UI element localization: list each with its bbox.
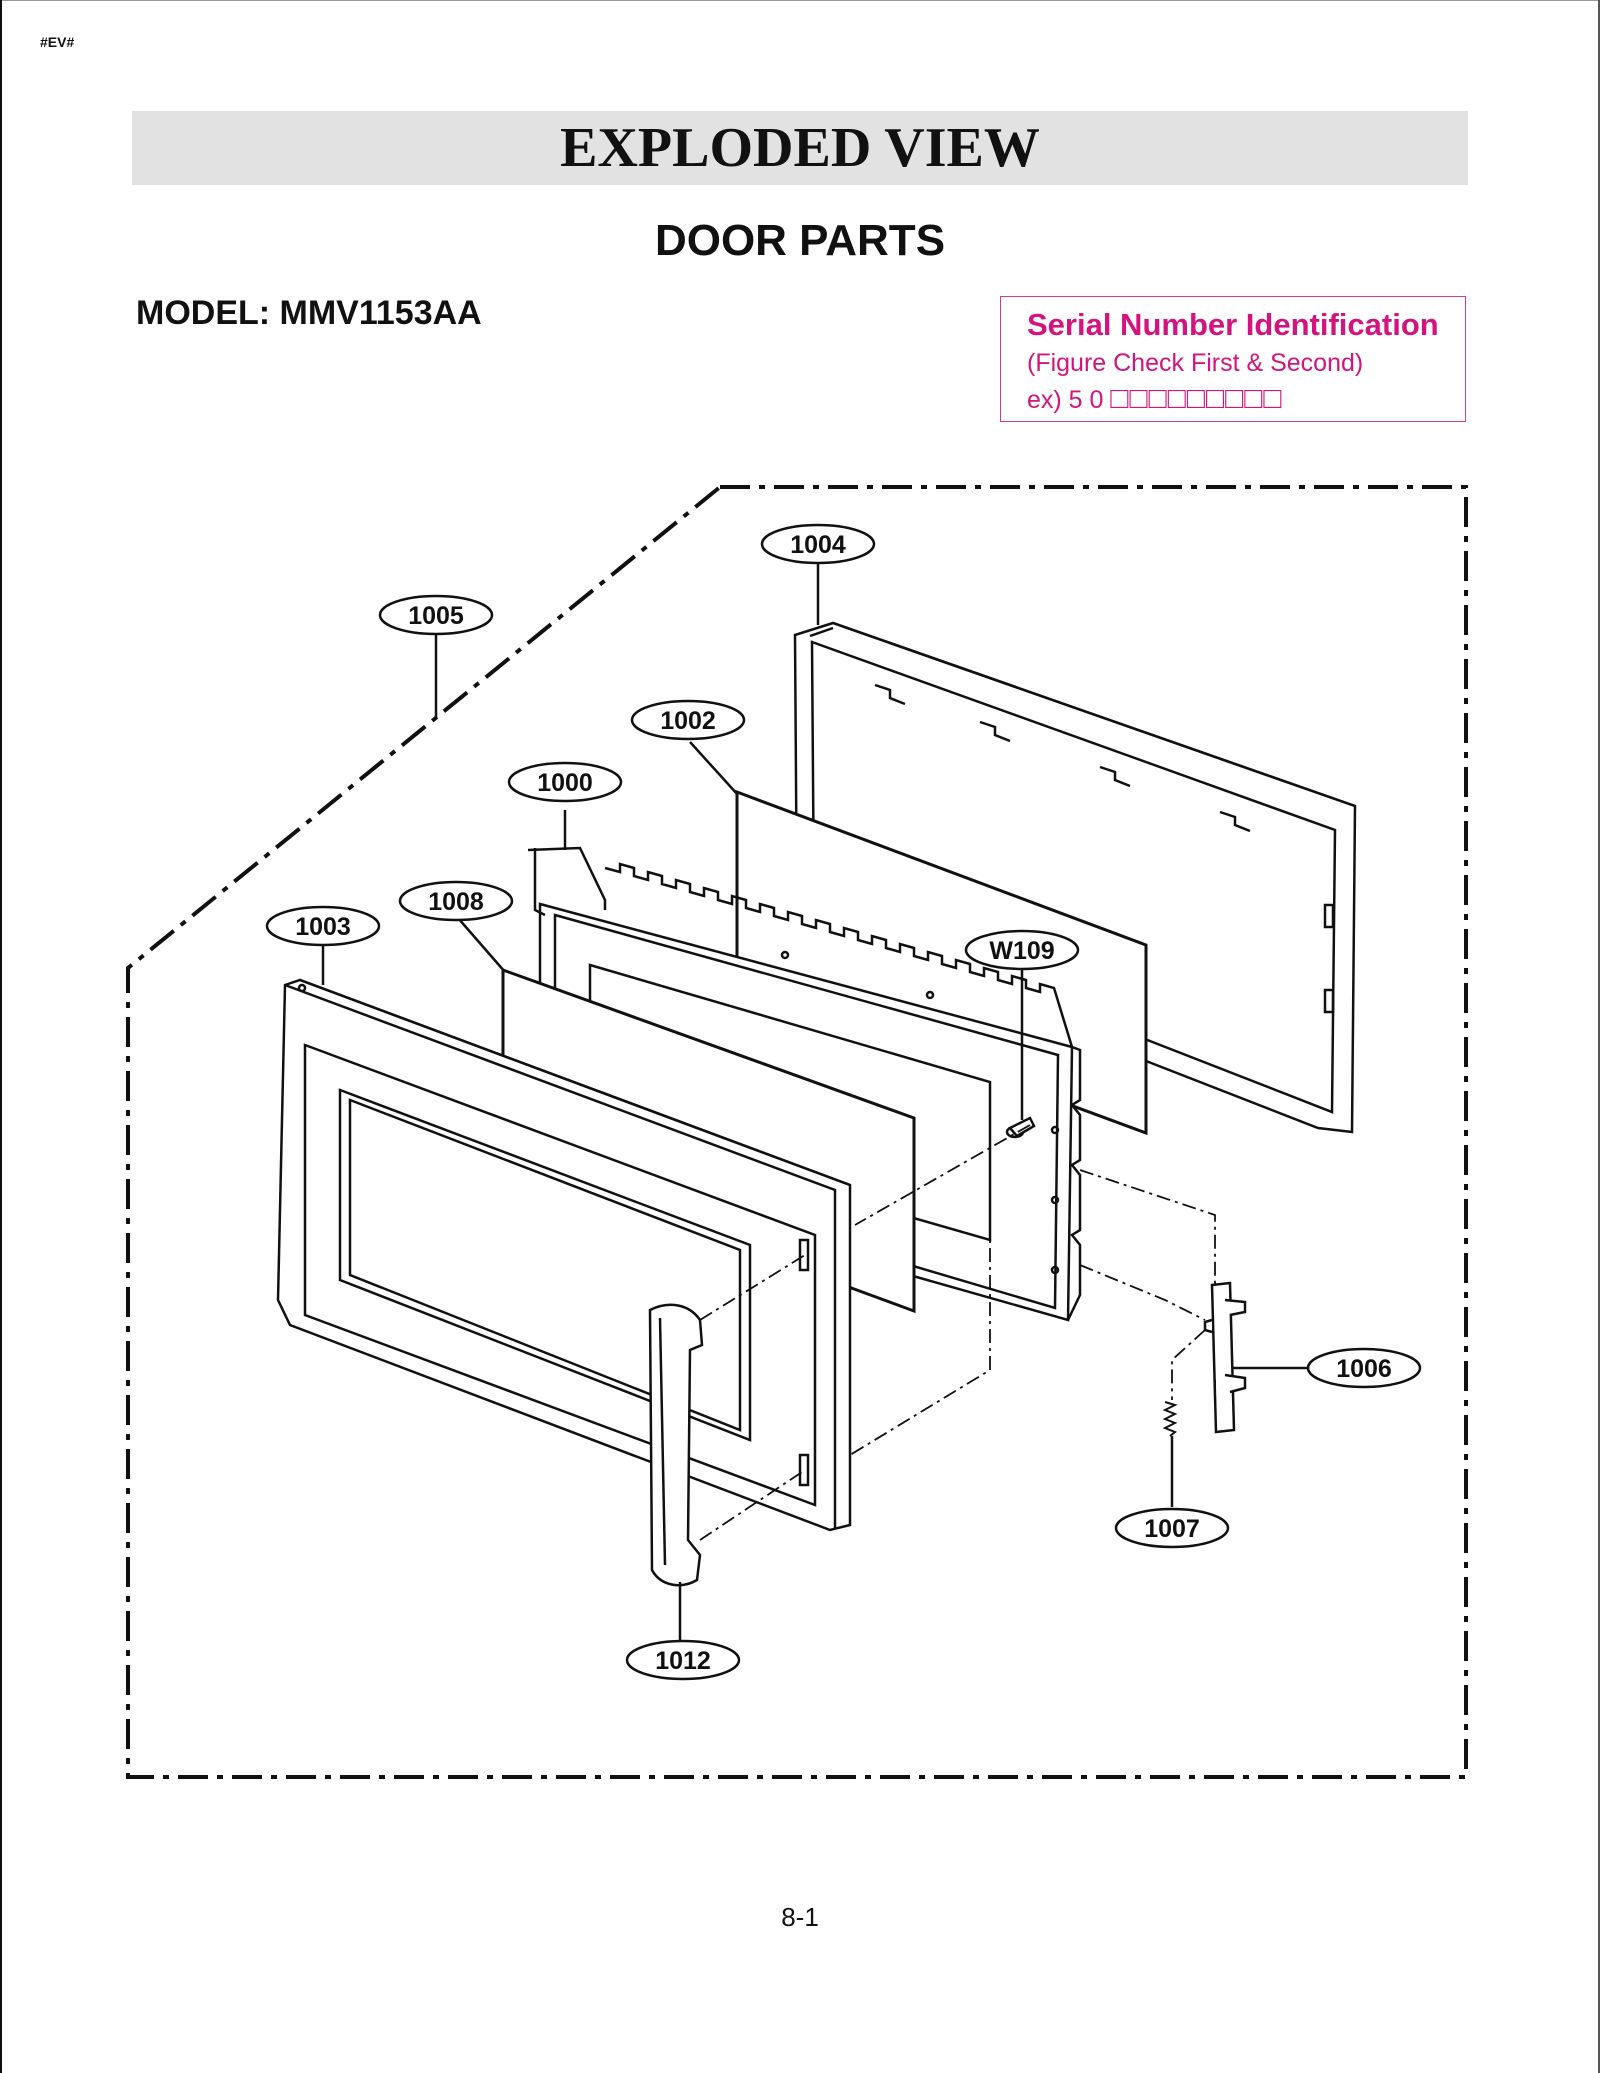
callout-1007-label: 1007 (1144, 1515, 1200, 1543)
serial-example-prefix: ex) 5 0 (1027, 386, 1111, 414)
part-w109-screw (1005, 1116, 1036, 1139)
part-1012-handle (648, 1303, 704, 1587)
serial-example: ex) 5 0 □□□□□□□□□ (1027, 381, 1465, 418)
callout-1002: 1002 (630, 699, 746, 741)
ev-tag: #EV# (40, 34, 75, 50)
callout-1012: 1012 (625, 1639, 741, 1681)
callout-1004-label: 1004 (790, 531, 846, 559)
callout-1006: 1006 (1306, 1347, 1422, 1389)
callout-1007: 1007 (1114, 1507, 1230, 1549)
serial-subtitle: (Figure Check First & Second) (1027, 349, 1364, 377)
callout-1000: 1000 (507, 761, 623, 803)
part-1007-spring (1162, 1401, 1178, 1437)
page-top-border (0, 0, 1600, 1)
leader-lines (321, 563, 1310, 1642)
serial-number-box: Serial Number Identification (Figure Che… (1000, 296, 1466, 422)
callout-1004: 1004 (760, 523, 876, 565)
callout-w109-label: W109 (989, 937, 1054, 965)
callout-1002-label: 1002 (660, 707, 716, 735)
part-1006-latch (1203, 1281, 1247, 1434)
callout-w109: W109 (964, 929, 1080, 971)
page-number: 8-1 (781, 1902, 819, 1932)
page-right-border (1598, 0, 1600, 2073)
diagram-boundary (126, 485, 1468, 1779)
part-1003-outer-door (276, 978, 852, 1532)
callout-1003: 1003 (265, 905, 381, 947)
callout-1003-label: 1003 (295, 913, 351, 941)
part-1004-back-frame (793, 621, 1357, 1134)
page-title: EXPLODED VIEW (560, 117, 1040, 179)
callout-1006-label: 1006 (1336, 1355, 1392, 1383)
callout-1012-label: 1012 (655, 1647, 711, 1675)
callout-1008: 1008 (398, 880, 514, 922)
callout-1000-label: 1000 (537, 769, 593, 797)
callout-1005-label: 1005 (408, 602, 464, 630)
callout-1008-label: 1008 (428, 888, 484, 916)
serial-example-boxes: □□□□□□□□□ (1110, 382, 1283, 415)
section-title: DOOR PARTS (654, 216, 946, 265)
assembly-lines (699, 1124, 1216, 1541)
model-label: MODEL: MMV1153AA (136, 294, 482, 332)
title-bar: EXPLODED VIEW (132, 111, 1468, 185)
serial-title: Serial Number Identification (1027, 307, 1439, 342)
callout-1005: 1005 (378, 594, 494, 636)
page-left-border (0, 0, 2, 2073)
